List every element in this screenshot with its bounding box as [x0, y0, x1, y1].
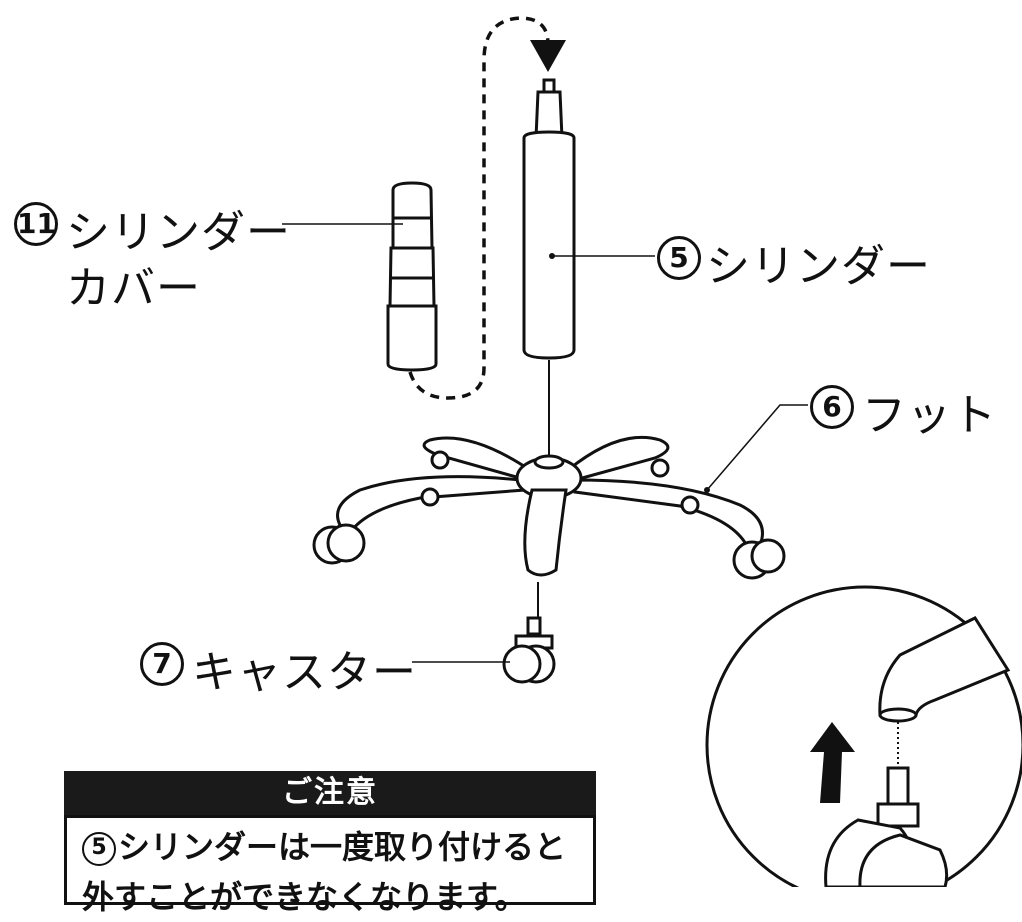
- label-foot: フット: [862, 390, 997, 441]
- base-casters: [312, 450, 786, 580]
- part-number-5: 5: [657, 236, 701, 280]
- detail-inset: [705, 585, 1022, 887]
- dashed-arrow: [408, 16, 550, 400]
- caster-wheel: [502, 616, 556, 684]
- arrow-head: [530, 40, 566, 72]
- up-arrow: [810, 722, 855, 803]
- part-number-11: 11: [14, 202, 58, 246]
- label-caster: キャスター: [192, 647, 417, 698]
- five-star-base: [336, 435, 764, 577]
- gas-cylinder: [522, 78, 576, 458]
- caution-number: 5: [82, 832, 116, 866]
- label-cylinder: シリンダー: [706, 241, 931, 292]
- cylinder-cover: [386, 181, 438, 372]
- part-number-6: 6: [810, 385, 854, 429]
- caution-line2: 外すことができなくなります。: [82, 878, 527, 916]
- caution-line1: シリンダーは一度取り付けると: [118, 828, 567, 866]
- leader-foot: [706, 404, 808, 491]
- assembly-diagram: [282, 16, 1022, 887]
- label-cylinder-cover-line2: カバー: [66, 263, 201, 314]
- caution-title: ご注意: [64, 771, 596, 815]
- part-number-7: 7: [140, 642, 184, 686]
- label-cylinder-cover-line1: シリンダー: [66, 207, 291, 258]
